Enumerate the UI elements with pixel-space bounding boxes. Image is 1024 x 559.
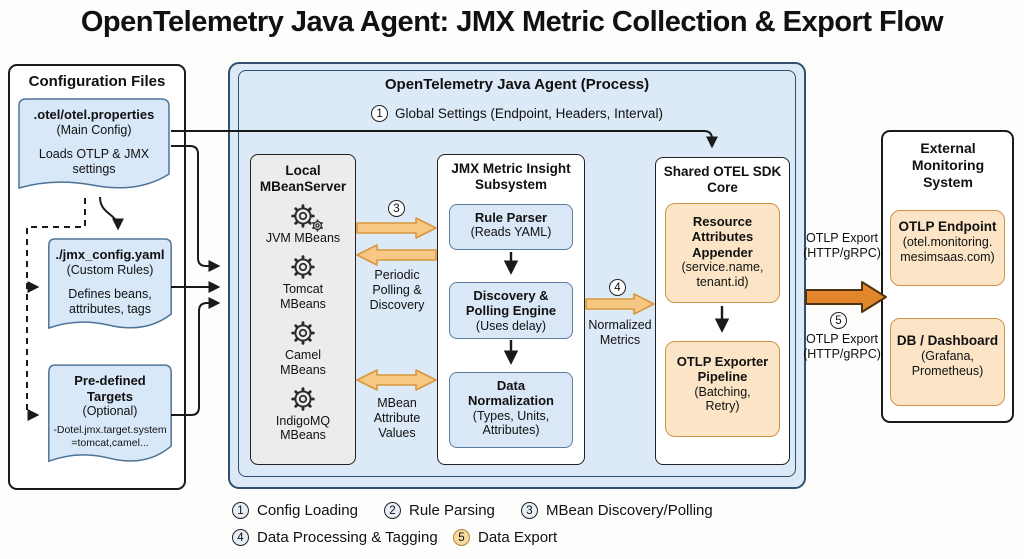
discovery-polling-engine-node: Discovery & Polling Engine (Uses delay) <box>449 282 573 340</box>
config-file-jmx-yaml: ./jmx_config.yaml (Custom Rules) Defines… <box>48 238 172 338</box>
file-body: Defines beans, attributes, tags <box>68 286 152 316</box>
step-3-badge: 3 <box>388 200 405 217</box>
config-file-otel-properties: .otel/otel.properties (Main Config) Load… <box>18 98 170 198</box>
node-subtitle: (service.name, tenant.id) <box>681 259 764 289</box>
mbean-item-jvm: JVM MBeans <box>251 203 355 245</box>
data-normalization-node: Data Normalization (Types, Units, Attrib… <box>449 372 573 448</box>
file-subtitle: (Optional) <box>82 404 138 419</box>
mbean-label: Camel MBeans <box>280 348 326 377</box>
config-file-predefined-targets: Pre-defined Targets (Optional) -Dotel.jm… <box>48 364 172 472</box>
legend-item-config-loading: 1 Config Loading <box>232 502 358 519</box>
file-title: ./jmx_config.yaml <box>55 247 165 262</box>
node-title: OTLP Exporter Pipeline <box>676 354 769 385</box>
node-subtitle: (Types, Units, Attributes) <box>472 408 550 438</box>
otlp-exporter-pipeline-node: OTLP Exporter Pipeline (Batching, Retry) <box>665 341 780 437</box>
node-title: OTLP Endpoint <box>898 219 997 234</box>
legend-label: Rule Parsing <box>409 502 495 519</box>
local-mbeanserver-box: Local MBeanServer JVM MBeans <box>250 154 356 465</box>
mbean-attribute-values-label: MBean Attribute Values <box>373 396 421 440</box>
otlp-export-label-bottom: OTLP Export (HTTP/gRPC) <box>803 332 881 361</box>
resource-attributes-appender-node: Resource Attributes Appender (service.na… <box>665 203 780 303</box>
mbean-label: Tomcat MBeans <box>280 282 326 311</box>
global-settings-text: Global Settings (Endpoint, Headers, Inte… <box>395 106 663 121</box>
mbean-item-tomcat: Tomcat MBeans <box>251 254 355 311</box>
jmx-insight-subsystem-title: JMX Metric Insight Subsystem <box>451 161 571 192</box>
step-5-badge: 5 <box>830 312 847 329</box>
node-title: Rule Parser <box>474 210 548 225</box>
legend-label: Data Export <box>478 529 558 546</box>
agent-process-title: OpenTelemetry Java Agent (Process) <box>384 76 650 93</box>
gear-icon <box>290 254 316 280</box>
document-shape <box>18 98 170 198</box>
file-title: Pre-defined Targets <box>74 373 146 404</box>
node-title: DB / Dashboard <box>896 333 999 348</box>
file-title: .otel/otel.properties <box>33 107 155 122</box>
sdk-core-title: Shared OTEL SDK Core <box>663 164 782 195</box>
legend-label: Data Processing & Tagging <box>257 529 438 546</box>
legend-badge: 5 <box>453 529 470 546</box>
node-subtitle: (Reads YAML) <box>470 225 552 240</box>
page-title: OpenTelemetry Java Agent: JMX Metric Col… <box>80 6 944 38</box>
legend-item-mbean-discovery: 3 MBean Discovery/Polling <box>521 502 713 519</box>
gear-double-icon <box>290 203 323 232</box>
legend-label: MBean Discovery/Polling <box>546 502 713 519</box>
otlp-export-label-top: OTLP Export (HTTP/gRPC) <box>803 231 881 260</box>
rule-parser-node: Rule Parser (Reads YAML) <box>449 204 573 250</box>
node-subtitle: (Batching, Retry) <box>694 384 751 414</box>
local-mbeanserver-title: Local MBeanServer <box>259 163 347 194</box>
mbean-label: JVM MBeans <box>265 231 341 246</box>
otlp-export-arrow <box>805 281 887 313</box>
node-title: Discovery & Polling Engine <box>465 288 557 319</box>
legend-badge: 1 <box>232 502 249 519</box>
db-dashboard-node: DB / Dashboard (Grafana, Prometheus) <box>890 318 1005 406</box>
otlp-endpoint-node: OTLP Endpoint (otel.monitoring. mesimsaa… <box>890 210 1005 286</box>
legend-item-rule-parsing: 2 Rule Parsing <box>384 502 495 519</box>
file-body: Loads OTLP & JMX settings <box>38 146 150 176</box>
step-1-badge: 1 <box>371 105 389 122</box>
node-title: Resource Attributes Appender <box>691 214 754 260</box>
node-title: Data Normalization <box>468 378 554 409</box>
legend-badge: 2 <box>384 502 401 519</box>
config-files-title: Configuration Files <box>28 73 166 90</box>
legend-item-data-processing: 4 Data Processing & Tagging <box>232 529 438 546</box>
gear-icon <box>290 320 316 346</box>
normalized-metrics-label: Normalized Metrics <box>588 318 652 347</box>
legend-badge: 4 <box>232 529 249 546</box>
external-monitoring-title: External Monitoring System <box>911 140 985 190</box>
mbean-item-camel: Camel MBeans <box>251 320 355 377</box>
node-subtitle: (otel.monitoring. mesimsaas.com) <box>900 234 995 264</box>
file-subtitle: (Custom Rules) <box>66 262 154 277</box>
step-4-badge: 4 <box>609 279 626 296</box>
gear-icon <box>290 386 316 412</box>
legend-label: Config Loading <box>257 502 358 519</box>
file-body: -Dotel.jmx.target.system=tomcat,camel... <box>53 424 167 449</box>
node-subtitle: (Uses delay) <box>475 318 547 333</box>
global-settings-label: 1 Global Settings (Endpoint, Headers, In… <box>238 105 796 122</box>
legend-item-data-export: 5 Data Export <box>453 529 557 546</box>
node-subtitle: (Grafana, Prometheus) <box>911 348 984 378</box>
mbean-label: IndigoMQ MBeans <box>275 413 331 443</box>
periodic-polling-label: Periodic Polling & Discovery <box>369 268 425 312</box>
legend-badge: 3 <box>521 502 538 519</box>
mbean-item-indigomq: IndigoMQ MBeans <box>251 386 355 443</box>
file-subtitle: (Main Config) <box>56 122 132 137</box>
